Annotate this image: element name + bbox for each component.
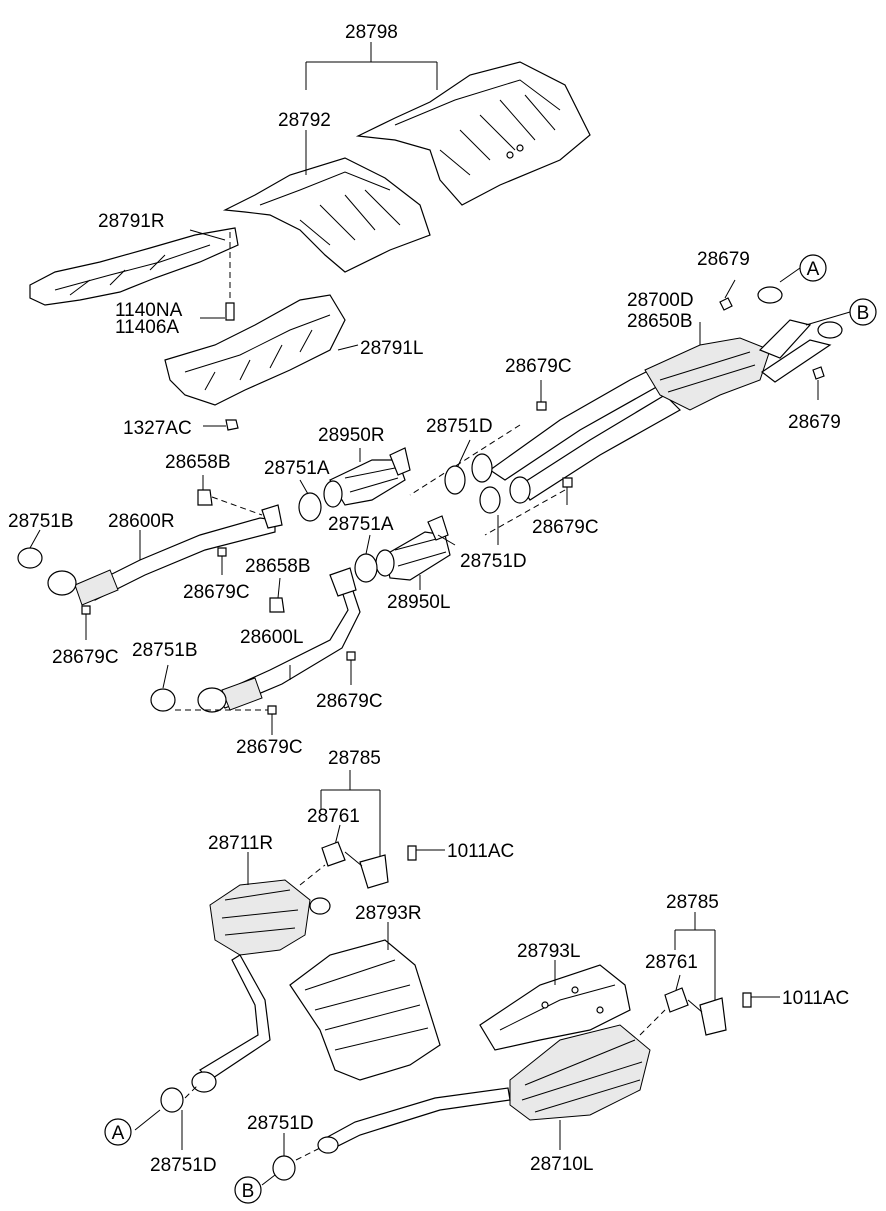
label-1327AC: 1327AC [123, 418, 192, 439]
label-28791R: 28791R [98, 211, 165, 232]
hanger-28761-left [321, 841, 389, 889]
label-28751D-a: 28751D [426, 416, 493, 437]
label-28761-b: 28761 [645, 952, 698, 973]
marker-A-top-letter: A [807, 259, 820, 280]
label-1011AC-a: 1011AC [447, 841, 514, 862]
label-28679C-f: 28679C [236, 737, 303, 758]
label-28679C-e: 28679C [316, 691, 383, 712]
label-28785-a: 28785 [328, 748, 381, 769]
label-28679C-c: 28679C [183, 582, 250, 603]
marker-B-top [849, 298, 877, 326]
label-1011AC-b: 1011AC [782, 988, 849, 1009]
label-28600R: 28600R [108, 511, 175, 532]
label-28751D-c: 28751D [247, 1113, 314, 1134]
label-28679C-b: 28679C [532, 517, 599, 538]
label-28761-a: 28761 [307, 806, 360, 827]
label-11406A: 11406A [115, 317, 179, 338]
gasket-28751D-upper [444, 465, 466, 495]
marker-B-bottom-letter: B [242, 1181, 255, 1202]
label-28711R: 28711R [208, 833, 273, 854]
front-pipe-28600L [150, 567, 361, 713]
marker-A-top [799, 254, 827, 282]
heat-protector-28791R [29, 227, 239, 306]
label-28679C-d: 28679C [52, 647, 119, 668]
heat-protector-28798 [355, 61, 591, 206]
label-28751B-a: 28751B [8, 511, 74, 532]
label-28751A-b: 28751A [328, 514, 394, 535]
label-28793L: 28793L [517, 941, 580, 962]
muffler-28710L [317, 1024, 651, 1154]
label-28679-top: 28679 [697, 249, 750, 270]
label-28600L: 28600L [240, 627, 303, 648]
label-28679-right: 28679 [788, 412, 841, 433]
label-28751D-d: 28751D [150, 1155, 217, 1176]
label-28793R: 28793R [355, 903, 422, 924]
marker-A-bottom-letter: A [112, 1123, 125, 1144]
heat-protector-28791L [164, 294, 346, 406]
front-pipe-28600R [17, 504, 283, 606]
label-28791L: 28791L [360, 338, 423, 359]
label-28710L: 28710L [530, 1154, 593, 1175]
marker-B-bottom [234, 1176, 262, 1204]
label-28658B-b: 28658B [245, 556, 311, 577]
label-28650B: 28650B [627, 311, 693, 332]
muffler-28711R [191, 879, 331, 1093]
heat-protector-28793L [479, 964, 631, 1051]
label-28679C-a: 28679C [505, 356, 572, 377]
catalytic-converter-28950L [375, 515, 451, 581]
label-1140NA: 1140NA [115, 300, 183, 321]
catalytic-converter-28950R [323, 447, 411, 508]
marker-A-bottom [104, 1118, 132, 1146]
label-28700D: 28700D [627, 290, 694, 311]
center-pipe-28650B [488, 286, 843, 501]
label-28950R: 28950R [318, 425, 385, 446]
label-28792: 28792 [278, 110, 331, 131]
label-28751A-a: 28751A [264, 458, 330, 479]
label-28798: 28798 [345, 22, 398, 43]
label-28658B-a: 28658B [165, 452, 231, 473]
label-28751D-b: 28751D [460, 551, 527, 572]
marker-B-top-letter: B [857, 303, 870, 324]
label-28751B-b: 28751B [132, 640, 198, 661]
heat-protector-28792 [222, 157, 431, 273]
label-28950L: 28950L [387, 592, 450, 613]
hanger-28761-right [664, 987, 727, 1036]
heat-protector-28793R [289, 939, 441, 1081]
label-28785-b: 28785 [666, 892, 719, 913]
